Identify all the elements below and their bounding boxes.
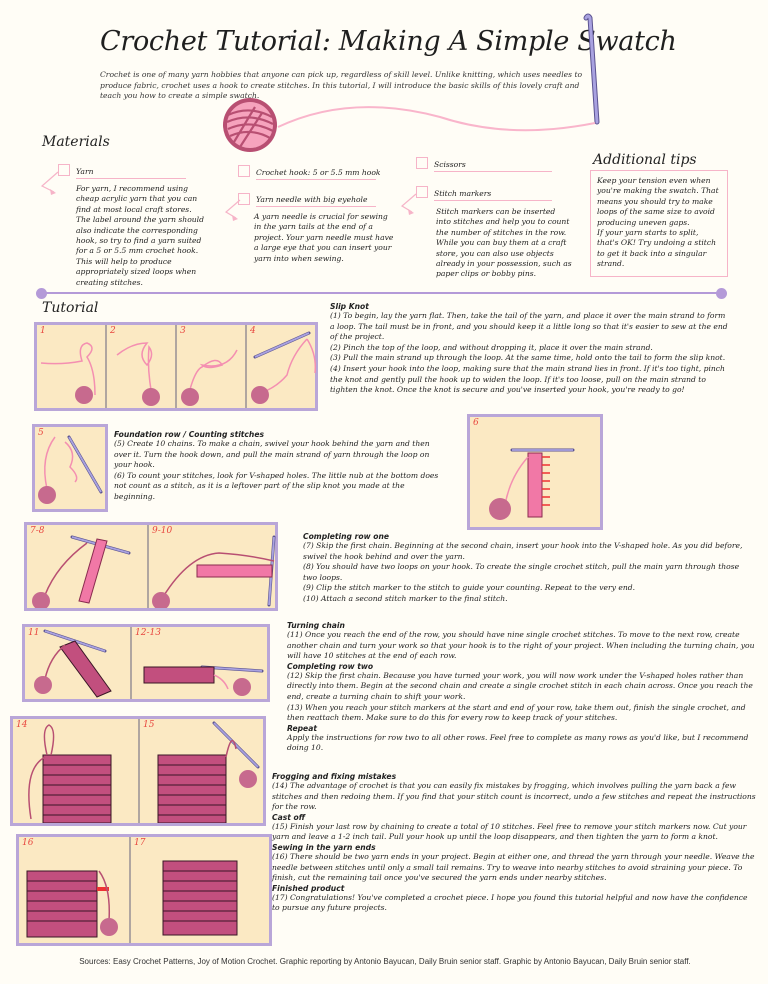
panel-5: 5 bbox=[35, 427, 105, 509]
row-two-illustration bbox=[143, 665, 264, 696]
panel-15: 15 bbox=[140, 719, 265, 823]
panel-16: 16 bbox=[19, 837, 131, 943]
crochet-hook-icon bbox=[583, 13, 600, 125]
yarn-ball-icon bbox=[223, 98, 596, 152]
page-title: Crochet Tutorial: Making A Simple Swatch bbox=[100, 26, 677, 57]
panel-11: 11 bbox=[25, 627, 132, 699]
illustration-counting-stitches: 6 bbox=[467, 414, 603, 530]
row-one-complete-illustration bbox=[152, 535, 276, 608]
intro-paragraph: Crochet is one of many yarn hobbies that… bbox=[100, 70, 583, 100]
material-needle-label: Yarn needle with big eyehole bbox=[256, 195, 376, 207]
crochet-hook-checkbox[interactable] bbox=[238, 165, 250, 177]
material-needle-desc: A yarn needle is crucial for sewing in t… bbox=[254, 212, 394, 263]
material-yarn-desc: For yarn, I recommend using cheap acryli… bbox=[76, 184, 204, 287]
tip-split: If your yarn starts to split, that's OK!… bbox=[597, 228, 717, 269]
row-one-illustration bbox=[32, 535, 131, 608]
section-foundation-row: Foundation row / Counting stitches (5) C… bbox=[114, 430, 439, 501]
panel-2: 2 bbox=[107, 325, 177, 408]
yarn-knot-illustration bbox=[181, 349, 238, 406]
finished-swatch-illustration bbox=[162, 860, 238, 936]
sources-credit: Sources: Easy Crochet Patterns, Joy of M… bbox=[79, 957, 691, 966]
section-frogging: Frogging and fixing mistakes (14) The ad… bbox=[272, 772, 756, 913]
stitch-markers-checkbox[interactable] bbox=[416, 186, 428, 198]
illustration-row-one: 7-8 9-10 bbox=[24, 522, 278, 611]
yarn-loop-illustration bbox=[116, 342, 160, 406]
panel-6: 6 bbox=[470, 417, 600, 527]
tips-box: Keep your tension even when you're makin… bbox=[590, 170, 728, 277]
turning-chain-illustration bbox=[34, 629, 112, 698]
materials-heading: Materials bbox=[42, 134, 110, 150]
sewing-ends-illustration bbox=[26, 870, 118, 938]
panel-17: 17 bbox=[131, 837, 271, 943]
yarn-needle-checkbox[interactable] bbox=[238, 193, 250, 205]
cast-off-illustration bbox=[157, 721, 260, 823]
section-slip-knot: Slip Knot (1) To begin, lay the yarn fla… bbox=[330, 302, 728, 395]
material-scissors-label: Scissors bbox=[434, 160, 552, 172]
swatch-illustration bbox=[28, 724, 112, 823]
panel-3: 3 bbox=[177, 325, 247, 408]
pointer-arrow-icon bbox=[40, 171, 59, 195]
chain-illustration bbox=[38, 435, 103, 504]
pointer-arrow-icon bbox=[400, 193, 417, 215]
section-turning-chain: Turning chain (11) Once you reach the en… bbox=[287, 621, 755, 753]
stitch-column-illustration bbox=[489, 448, 575, 520]
illustration-turning-chain: 11 12-13 bbox=[22, 624, 270, 702]
material-hook-label: Crochet hook: 5 or 5.5 mm hook bbox=[256, 168, 381, 180]
yarn-checkbox[interactable] bbox=[58, 164, 70, 176]
hook-in-loop-illustration bbox=[251, 331, 317, 404]
scissors-checkbox[interactable] bbox=[416, 157, 428, 169]
panel-12-13: 12-13 bbox=[132, 627, 267, 699]
panel-9-10: 9-10 bbox=[149, 525, 279, 608]
panel-4: 4 bbox=[247, 325, 317, 408]
material-markers-label: Stitch markers bbox=[434, 189, 552, 201]
panel-14: 14 bbox=[13, 719, 140, 823]
illustration-foundation-row: 5 bbox=[32, 424, 108, 512]
divider-dot-left bbox=[36, 288, 47, 299]
section-divider bbox=[42, 292, 722, 294]
panel-7-8: 7-8 bbox=[27, 525, 149, 608]
pointer-arrow-icon bbox=[224, 199, 241, 221]
illustration-finished: 16 17 bbox=[16, 834, 272, 946]
tutorial-heading: Tutorial bbox=[42, 300, 99, 316]
panel-1: 1 bbox=[37, 325, 107, 408]
divider-dot-right bbox=[716, 288, 727, 299]
illustration-frogging-cast-off: 14 15 bbox=[10, 716, 266, 826]
section-row-one: Completing row one (7) Skip the first ch… bbox=[303, 532, 743, 603]
material-yarn-label: Yarn bbox=[76, 167, 186, 179]
tips-heading: Additional tips bbox=[593, 152, 697, 168]
material-markers-desc: Stitch markers can be inserted into stit… bbox=[436, 207, 572, 279]
yarn-loop-illustration bbox=[40, 342, 96, 404]
illustration-slip-knot: 1 2 3 4 bbox=[34, 322, 318, 411]
tip-tension: Keep your tension even when you're makin… bbox=[597, 176, 719, 227]
